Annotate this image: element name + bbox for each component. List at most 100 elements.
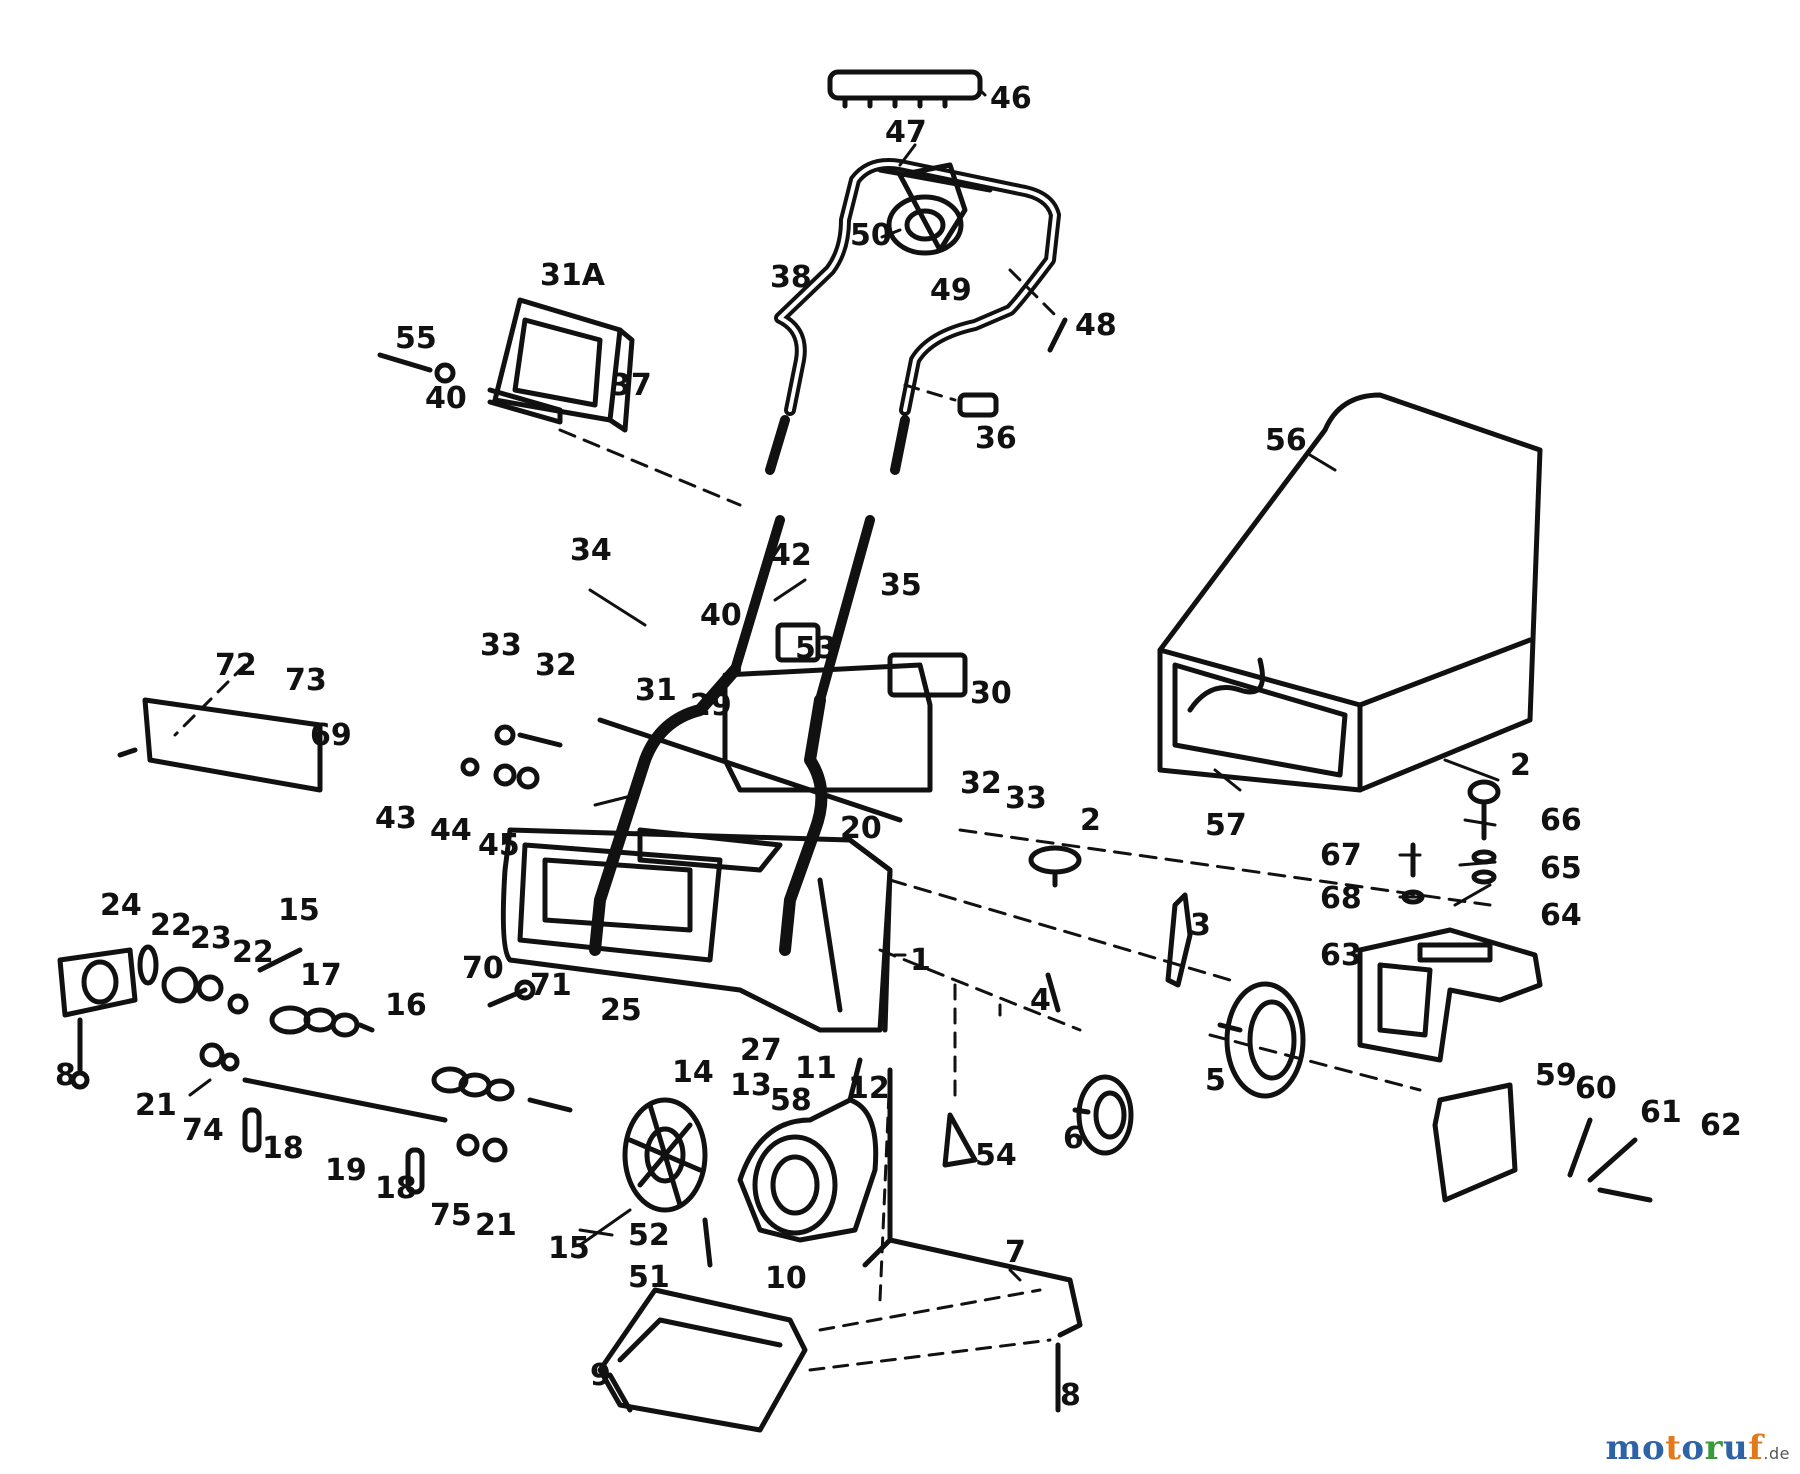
callout-33-b: 33 [1005,781,1047,816]
callout-20: 20 [840,811,882,846]
part-54 [942,1112,978,1168]
callout-23: 23 [190,921,232,956]
brand-suffix: .de [1763,1444,1790,1463]
callout-63: 63 [1320,938,1362,973]
callout-labels: 46 47 50 49 38 48 31A 55 40 37 36 56 34 … [55,81,1742,1413]
callout-34: 34 [570,533,612,568]
washer-71 [514,979,536,1001]
dashed-line-c [903,383,957,402]
dashed-line-f [878,948,1082,1032]
cap-2 [1028,845,1082,875]
callout-36: 36 [975,421,1017,456]
screw-55 [377,352,456,384]
dashed-line-b [1008,268,1057,317]
callout-52: 52 [628,1218,670,1253]
dashed-line-k [818,1288,1042,1332]
callout-29: 29 [690,688,732,723]
callout-59: 59 [1535,1058,1577,1093]
callout-58: 58 [770,1083,812,1118]
callout-30: 30 [970,676,1012,711]
plate-69 [117,697,323,793]
bolt-48 [1047,317,1068,353]
callout-5: 5 [1205,1063,1226,1098]
callout-9: 9 [590,1358,611,1393]
callout-46: 46 [990,81,1032,116]
callout-38: 38 [770,260,812,295]
callout-14: 14 [672,1055,714,1090]
lower-handle-right [779,694,828,956]
dashed-line-h [1208,1033,1422,1092]
lower-handle-left [589,664,741,956]
callout-71: 71 [530,968,572,1003]
callout-25: 25 [600,993,642,1028]
switch-assembly-part [877,162,993,256]
bracket-3 [1165,892,1193,988]
leader-lines [188,88,1500,1282]
rear-wheel-part [1217,981,1306,1099]
dashed-line-g [958,828,1492,907]
dashed-line-a [558,428,742,507]
callout-22-b: 22 [232,935,274,970]
callout-73: 73 [285,663,327,698]
shaft-parts-left [199,1005,375,1153]
callout-24: 24 [100,888,142,923]
callout-37: 37 [610,368,652,403]
callout-31: 31 [635,673,677,708]
callout-43: 43 [375,801,417,836]
bolts-60-62 [1567,1117,1653,1203]
callout-42: 42 [770,538,812,573]
rear-cover-part [1357,927,1543,1063]
callout-3: 3 [1190,908,1211,943]
bearing-housing-24 [57,944,303,1090]
callout-40-b: 40 [700,598,742,633]
callout-15-b: 15 [548,1231,590,1266]
dashed-line-i [878,1068,892,1302]
callout-57: 57 [1205,808,1247,843]
dashed-line-j [808,1338,1052,1372]
callout-2-a: 2 [1080,803,1101,838]
housing-cover-part [597,622,968,823]
callout-44: 44 [430,813,472,848]
callout-69: 69 [310,718,352,753]
callout-7: 7 [1005,1235,1026,1270]
screw-51 [702,1217,713,1268]
callout-35: 35 [880,568,922,603]
callout-47: 47 [885,115,927,150]
cable-box-part [487,297,635,433]
callout-70: 70 [462,951,504,986]
power-cable-7 [862,1067,1083,1338]
callout-21-b: 21 [475,1208,517,1243]
callout-60: 60 [1575,1071,1617,1106]
callout-48: 48 [1075,308,1117,343]
front-wheel-part [1072,1074,1134,1156]
callout-1: 1 [910,943,931,978]
callout-32-a: 32 [535,648,577,683]
callout-8-b: 8 [1060,1378,1081,1413]
mount-59 [1432,1082,1518,1203]
motor-part [737,1057,879,1243]
callout-33-a: 33 [480,628,522,663]
callout-19: 19 [325,1153,367,1188]
roller-shaft-19 [242,1077,448,1123]
handle-tube-left [730,415,790,675]
callout-15-a: 15 [278,893,320,928]
callout-22-a: 22 [150,908,192,943]
callout-67: 67 [1320,838,1362,873]
callout-31a: 31A [540,258,606,293]
main-housing-part [500,827,893,1033]
cover-hardware [1401,779,1501,905]
callout-62: 62 [1700,1108,1742,1143]
callout-55: 55 [395,321,437,356]
shaft-parts-right [405,1066,573,1195]
base-plate-part [597,1287,808,1433]
brand-name: motoruf [1605,1428,1764,1468]
callout-21-a: 21 [135,1088,177,1123]
callout-75: 75 [430,1198,472,1233]
callout-40-a: 40 [425,381,467,416]
callout-50: 50 [850,218,892,253]
callout-45: 45 [478,828,520,863]
handle-grip-part [827,69,983,109]
callout-6: 6 [1063,1121,1084,1156]
callout-8-a: 8 [55,1058,76,1093]
